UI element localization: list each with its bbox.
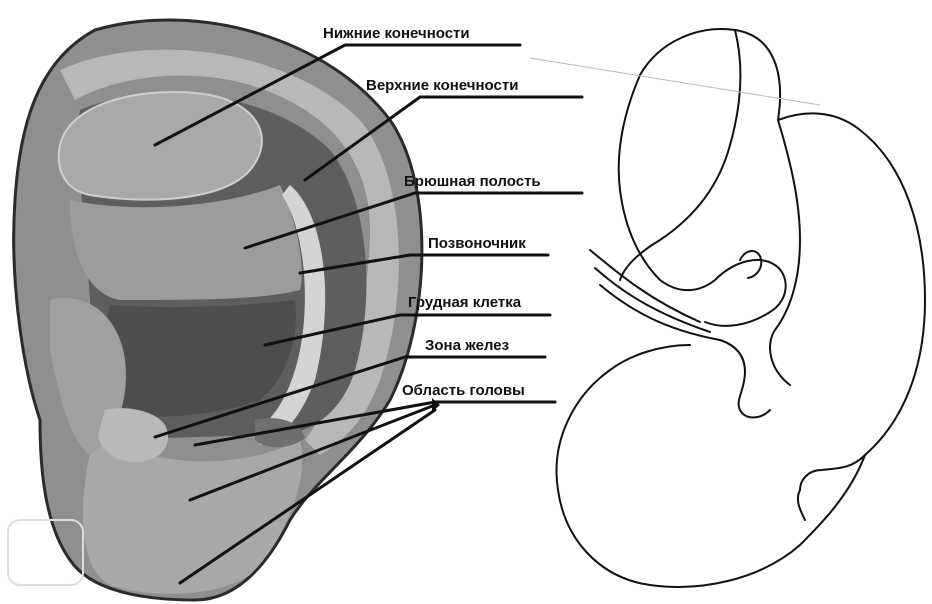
label-lower-limbs: Нижние конечности: [323, 25, 470, 42]
label-upper-limbs: Верхние конечности: [366, 77, 518, 94]
fetus-back-outline: [640, 29, 925, 455]
fetus-illustration: [530, 29, 925, 587]
fetus-hand: [740, 251, 761, 278]
label-gland-zone: Зона желез: [425, 337, 509, 354]
fetus-head-outline: [557, 345, 865, 587]
fetus-back-detail: [770, 120, 800, 385]
label-head-area: Область головы: [402, 382, 525, 399]
fetus-belly-outline: [720, 340, 770, 418]
label-chest: Грудная клетка: [408, 294, 522, 311]
umbilical-cord-2: [595, 268, 710, 332]
label-spine: Позвоночник: [428, 235, 526, 252]
fetus-limb-inner: [620, 30, 740, 280]
auricle-illustration: [8, 20, 422, 600]
label-abdominal-cavity: Брюшная полость: [404, 173, 541, 190]
